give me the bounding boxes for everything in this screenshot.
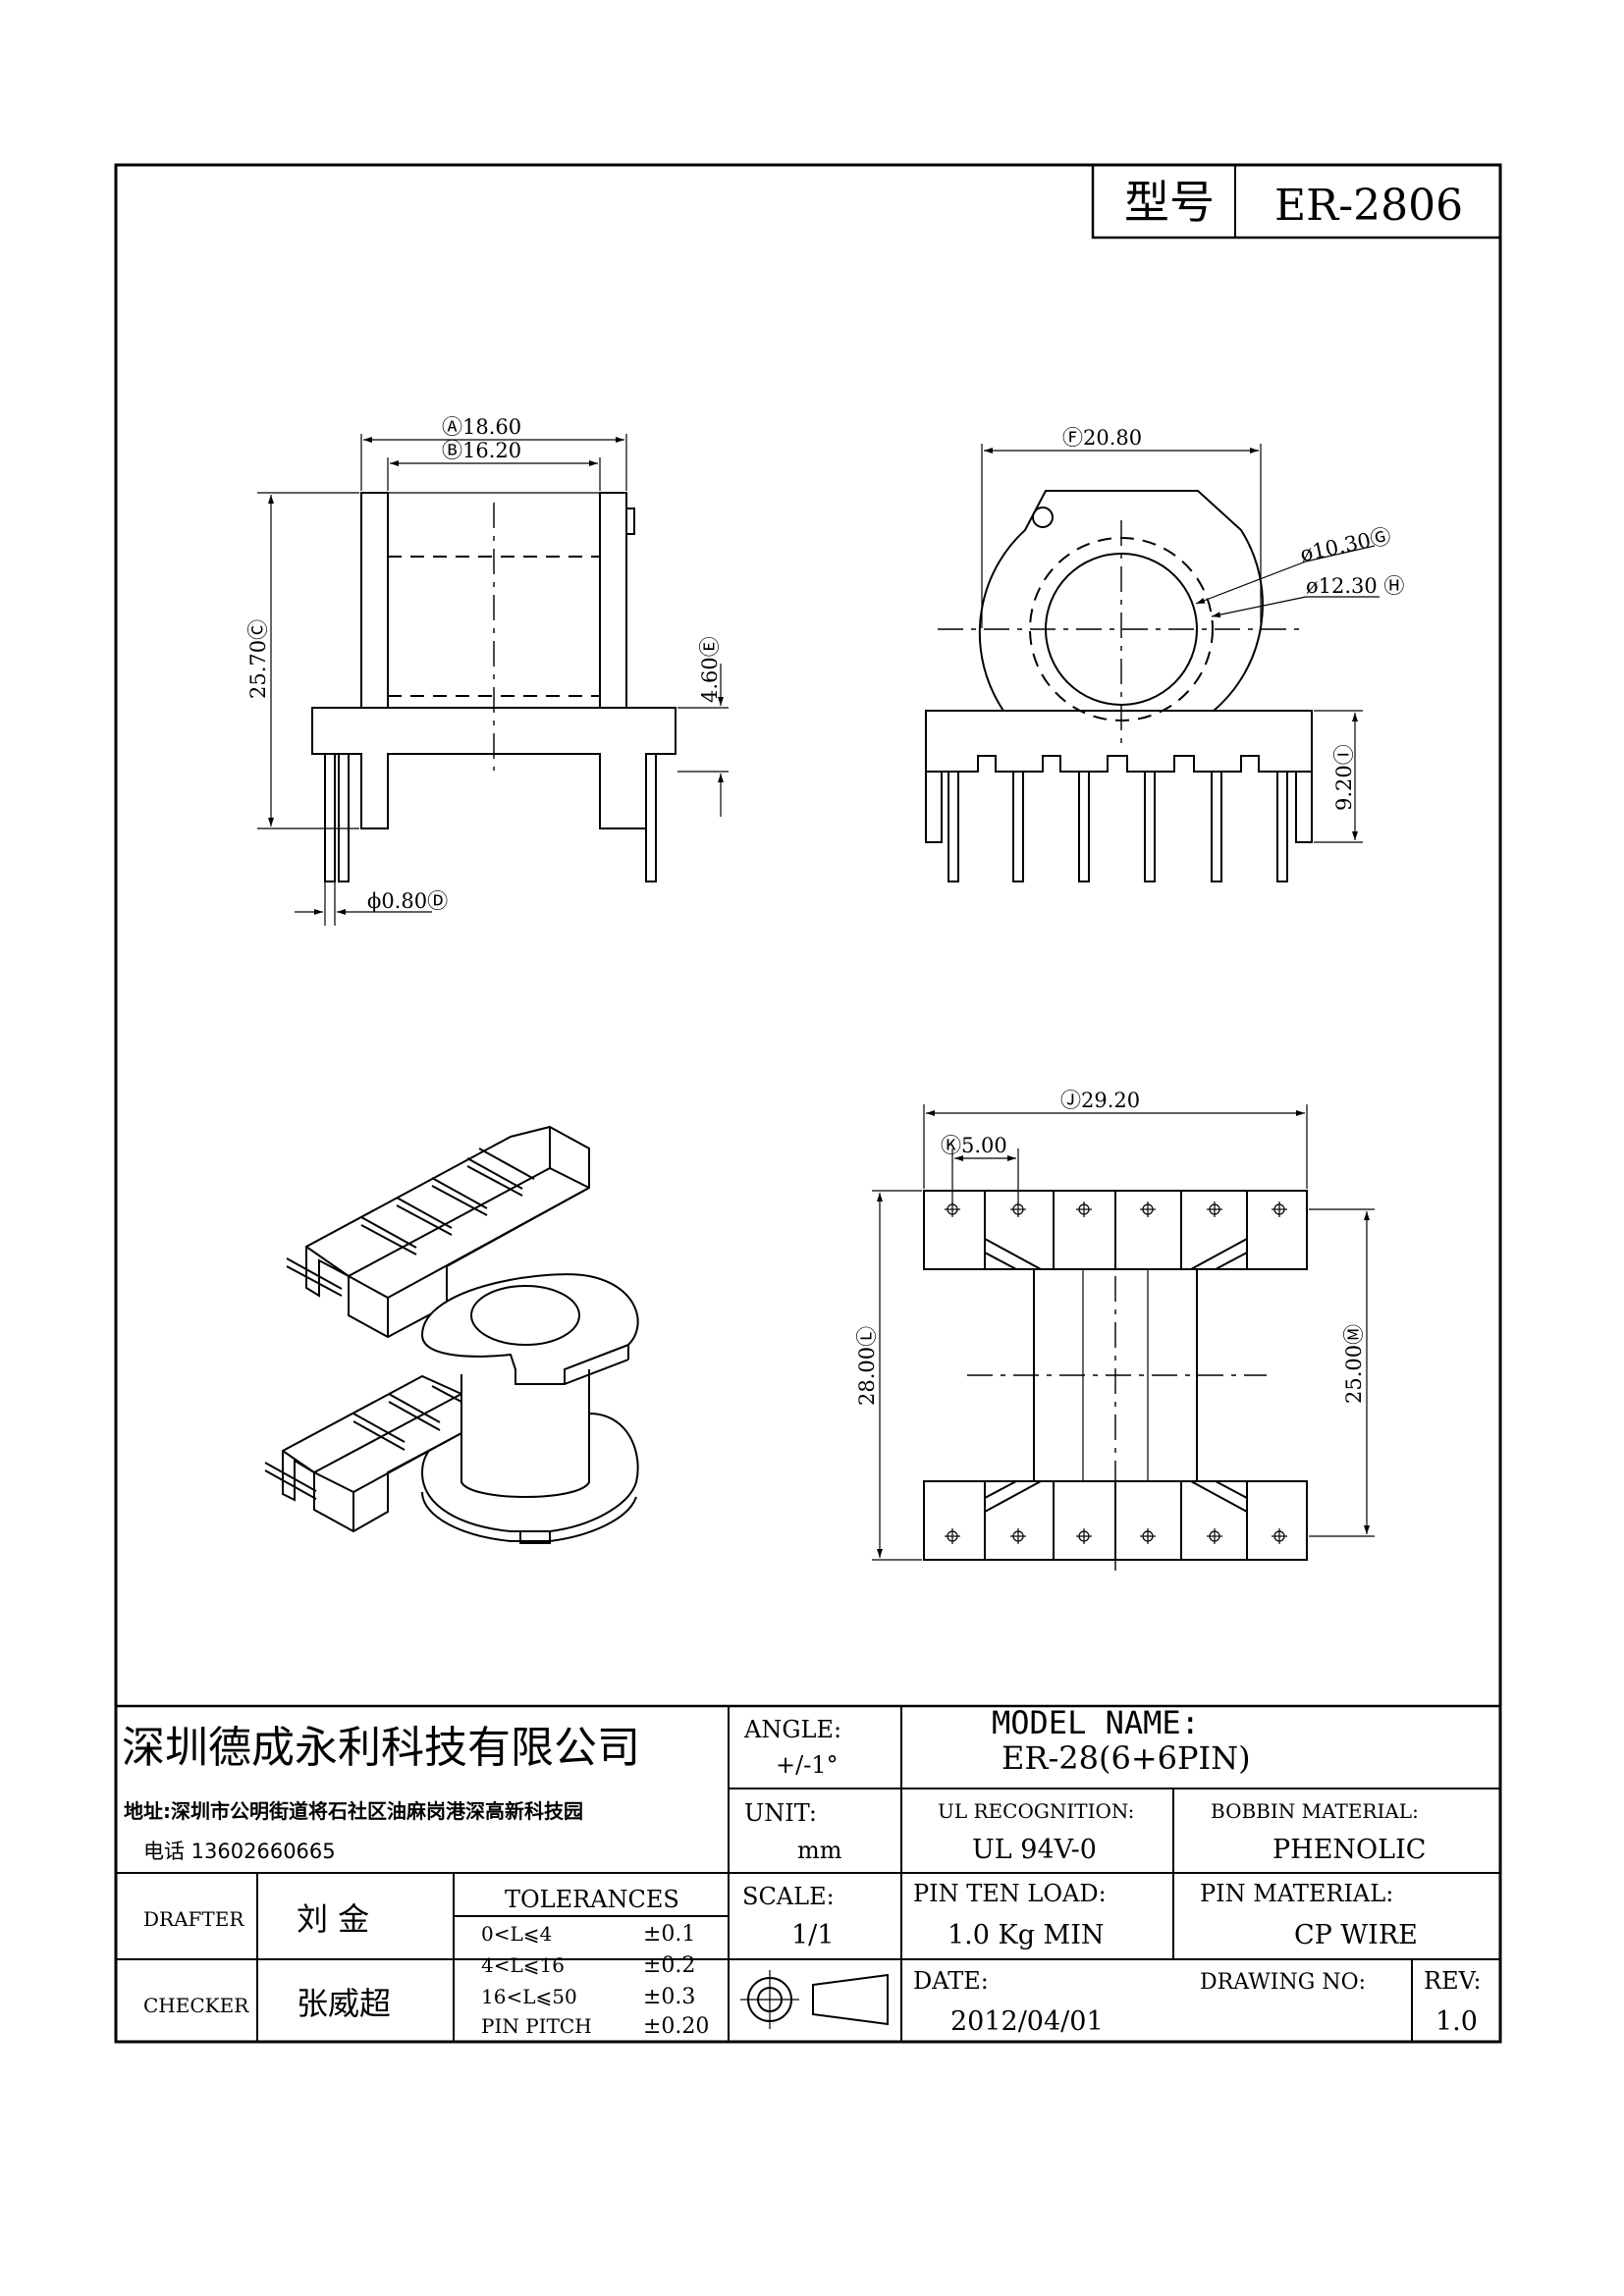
model-label: 型号 <box>1124 176 1215 229</box>
bobbin-value: PHENOLIC <box>1272 1835 1426 1865</box>
tol-value-3: ±0.20 <box>643 2014 709 2039</box>
date-value: 2012/04/01 <box>950 2006 1104 2037</box>
tol-value-2: ±0.3 <box>643 1985 695 2009</box>
drawing-no-label: DRAWING NO: <box>1200 1970 1366 1995</box>
dim-a: Ⓐ18.60 <box>442 415 521 439</box>
model-header: 型号 ER-2806 <box>1091 163 1502 240</box>
projection-symbol-icon <box>740 1970 889 2029</box>
tol-range-1: 4<L⩽16 <box>481 1953 565 1977</box>
dim-b: Ⓑ16.20 <box>442 439 521 462</box>
model-value: ER-2806 <box>1274 181 1463 231</box>
ul-value: UL 94V-0 <box>972 1835 1097 1865</box>
drafter-value: 刘 金 <box>297 1900 369 1938</box>
pin-load-value: 1.0 Kg MIN <box>947 1920 1105 1950</box>
angle-label: ANGLE: <box>743 1716 841 1743</box>
pin-material-value: CP WIRE <box>1294 1920 1418 1950</box>
dim-i: 9.20Ⓘ <box>1332 744 1356 811</box>
dim-k: Ⓚ5.00 <box>941 1134 1007 1157</box>
dim-e: 4.60Ⓔ <box>698 636 722 703</box>
tol-range-2: 16<L⩽50 <box>481 1985 577 2008</box>
tol-value-1: ±0.2 <box>643 1953 695 1978</box>
dim-h: ø12.30 Ⓗ <box>1306 574 1404 598</box>
pin-material-label: PIN MATERIAL: <box>1200 1880 1393 1907</box>
checker-label: CHECKER <box>143 1994 249 2017</box>
isometric-view <box>264 1125 639 1544</box>
scale-label: SCALE: <box>742 1883 835 1910</box>
dim-c: 25.70Ⓒ <box>246 619 270 699</box>
ul-label: UL RECOGNITION: <box>938 1799 1134 1823</box>
date-label: DATE: <box>913 1967 989 1995</box>
dim-f: Ⓕ20.80 <box>1062 426 1142 450</box>
front-view: Ⓐ18.60 Ⓑ16.20 25.70Ⓒ 4.60Ⓔ ϕ0.80Ⓓ <box>246 415 729 926</box>
title-block: 深圳德成永利科技有限公司 地址:深圳市公明街道将石社区油麻岗港深高新科技园 电话… <box>116 1704 1500 2042</box>
company-phone: 电话 13602660665 <box>143 1840 336 1863</box>
tolerances-label: TOLERANCES <box>505 1886 679 1913</box>
model-name-value: ER-28(6+6PIN) <box>1001 1739 1251 1777</box>
tol-range-0: 0<L⩽4 <box>481 1922 552 1946</box>
drafter-label: DRAFTER <box>143 1907 244 1931</box>
dim-d: ϕ0.80Ⓓ <box>367 889 448 913</box>
unit-label: UNIT: <box>744 1799 817 1827</box>
dim-m: 25.00Ⓜ <box>1342 1324 1366 1404</box>
dim-g: ø10.30Ⓖ <box>1298 524 1393 566</box>
pin-load-label: PIN TEN LOAD: <box>913 1880 1107 1907</box>
drawing-frame <box>114 163 1502 2044</box>
dim-l: 28.00Ⓛ <box>855 1326 879 1406</box>
dim-j: Ⓙ29.20 <box>1060 1089 1140 1112</box>
company-address: 地址:深圳市公明街道将石社区油麻岗港深高新科技园 <box>124 1799 583 1823</box>
company-name: 深圳德成永利科技有限公司 <box>122 1723 640 1773</box>
side-view: Ⓕ20.80 ø10.30Ⓖ ø12.30 Ⓗ 9.20Ⓘ <box>925 426 1404 882</box>
rev-label: REV: <box>1424 1967 1482 1995</box>
tol-value-0: ±0.1 <box>643 1922 695 1947</box>
scale-value: 1/1 <box>791 1920 834 1950</box>
rev-value: 1.0 <box>1435 2006 1478 2037</box>
unit-value: mm <box>797 1837 842 1864</box>
tol-range-3: PIN PITCH <box>481 2014 592 2038</box>
checker-value: 张威超 <box>297 1985 391 2022</box>
bottom-view: Ⓙ29.20 Ⓚ5.00 28.00Ⓛ 25.00Ⓜ <box>855 1089 1375 1571</box>
angle-value: +/-1° <box>776 1751 839 1779</box>
bobbin-label: BOBBIN MATERIAL: <box>1211 1799 1419 1823</box>
model-name-label: MODEL NAME: <box>992 1704 1200 1741</box>
